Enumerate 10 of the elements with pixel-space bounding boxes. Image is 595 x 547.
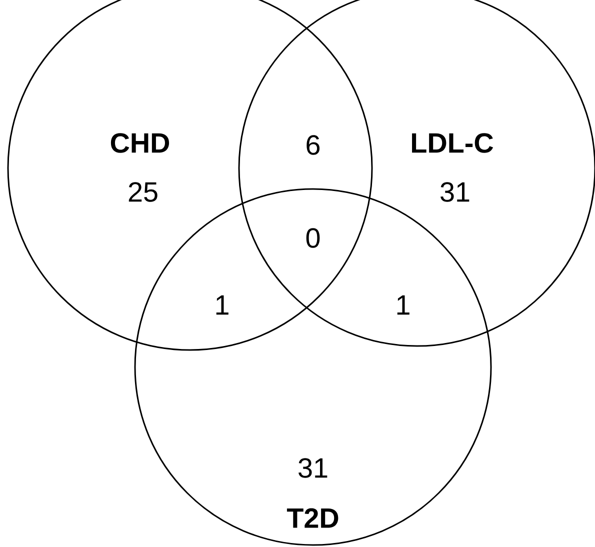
count-number: 0 [306,228,320,248]
set-name: T2D [286,508,338,528]
count-number: 6 [306,135,320,155]
set-name: LDL-C [412,133,494,153]
count-number: 31 [440,182,470,202]
set-name: CHD [110,133,170,153]
count-number: 1 [216,295,228,315]
count-number: 1 [397,295,410,315]
count-number: 31 [298,458,328,478]
count-number: 25 [128,182,158,202]
